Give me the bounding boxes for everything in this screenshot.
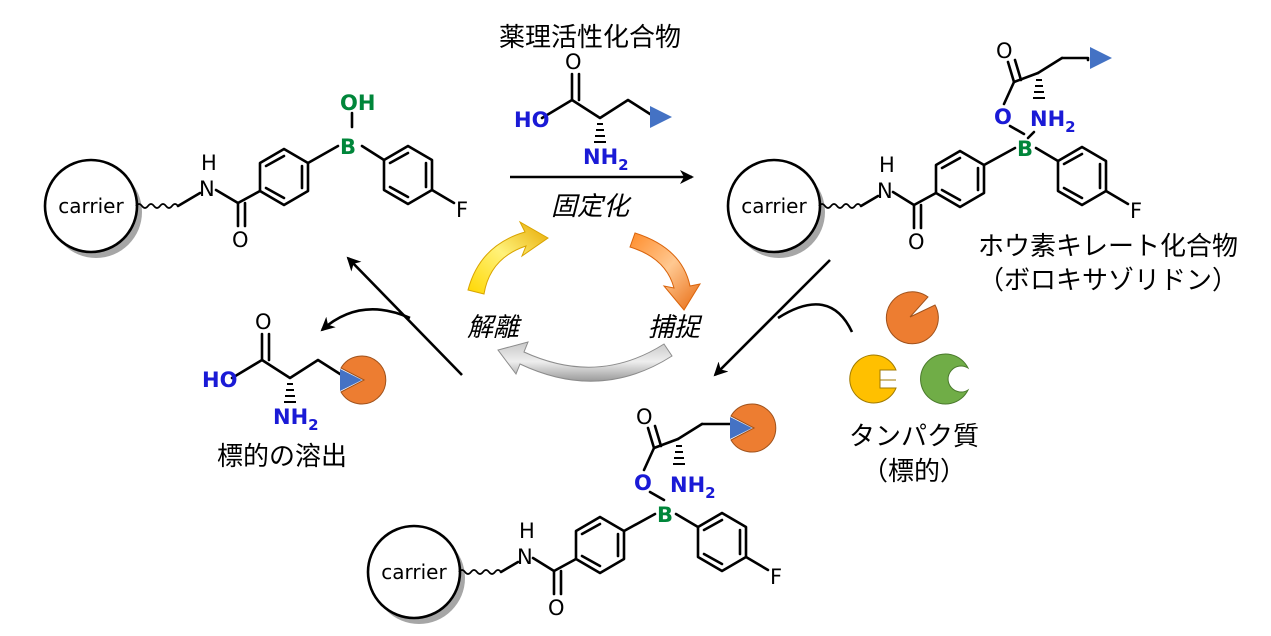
boron-chelate-sublabel: （ボロキサゾリドン） [978, 266, 1238, 296]
drug-triangle-icon [340, 369, 362, 391]
drug-triangle-icon [650, 106, 672, 128]
capture-arrow [713, 259, 831, 377]
amide-hydrogen: H [519, 519, 535, 543]
release-label: 解離 [467, 313, 522, 343]
boron-atom: B [340, 135, 356, 159]
amide-nitrogen: N [877, 179, 893, 203]
ring-oxygen: O [634, 471, 652, 495]
captured-complex: carrier N H O B F O O [366, 403, 782, 624]
amide-hydrogen: H [879, 153, 895, 177]
amine-label: NH2 [273, 405, 319, 434]
bound-protein-icon [730, 403, 777, 453]
eluted-protein-icon [340, 355, 387, 405]
amide-nitrogen: N [199, 177, 215, 201]
amide-oxygen: O [232, 228, 249, 252]
hydroxyl-label: HO [514, 108, 549, 132]
carbonyl-oxygen: O [636, 405, 653, 429]
carbonyl-oxygen: O [565, 50, 582, 74]
amide-hydrogen: H [201, 151, 217, 175]
amide-oxygen: O [548, 596, 565, 620]
boron-atom: B [657, 503, 673, 527]
carrier-boronic-acid: carrier N H O B OH F [43, 91, 468, 258]
orange-protein-icon [885, 291, 939, 345]
boron-chelate-label: ホウ素キレート化合物 [978, 232, 1238, 262]
drug-triangle-icon [1090, 47, 1112, 69]
hydroxyl-label: HO [202, 368, 237, 392]
carrier-label: carrier [58, 194, 124, 218]
carrier-label: carrier [741, 194, 807, 218]
boron-atom: B [1017, 137, 1033, 161]
ring-amine: NH2 [670, 473, 716, 502]
ring-amine: NH2 [1030, 107, 1076, 136]
drug-label: 薬理活性化合物 [499, 23, 681, 53]
eluted-target: O HO NH2 [202, 310, 387, 434]
drug-triangle-icon [730, 417, 752, 439]
protein-label: タンパク質 [849, 422, 979, 452]
capture-label: 捕捉 [648, 313, 703, 343]
fluorine-atom: F [770, 565, 782, 589]
protein-sublabel: （標的） [862, 457, 966, 487]
carbonyl-oxygen: O [255, 310, 272, 334]
capture-cycle-arrow [629, 232, 702, 311]
protein-binding-arrow [777, 303, 854, 333]
amide-oxygen: O [908, 230, 925, 254]
boron-hydroxyl: OH [340, 91, 375, 115]
amine-label: NH2 [583, 145, 629, 174]
carrier-label: carrier [381, 560, 447, 584]
elution-label: 標的の溶出 [217, 442, 347, 472]
release-cycle-arrow [467, 220, 549, 295]
ring-oxygen: O [994, 105, 1012, 129]
green-protein-icon [920, 353, 970, 405]
elution-arrow [320, 308, 411, 332]
regeneration-cycle-arrow [497, 341, 673, 382]
immobilize-label: 固定化 [551, 192, 632, 222]
fluorine-atom: F [456, 198, 468, 222]
boron-chelate-complex: carrier N H O B F O O [726, 39, 1142, 258]
amide-nitrogen: N [517, 545, 533, 569]
fluorine-atom: F [1130, 199, 1142, 223]
protein-targets [849, 291, 970, 405]
yellow-protein-icon [849, 354, 897, 404]
amino-acid-drug: O HO NH2 [514, 50, 672, 174]
carbonyl-oxygen: O [996, 39, 1013, 63]
